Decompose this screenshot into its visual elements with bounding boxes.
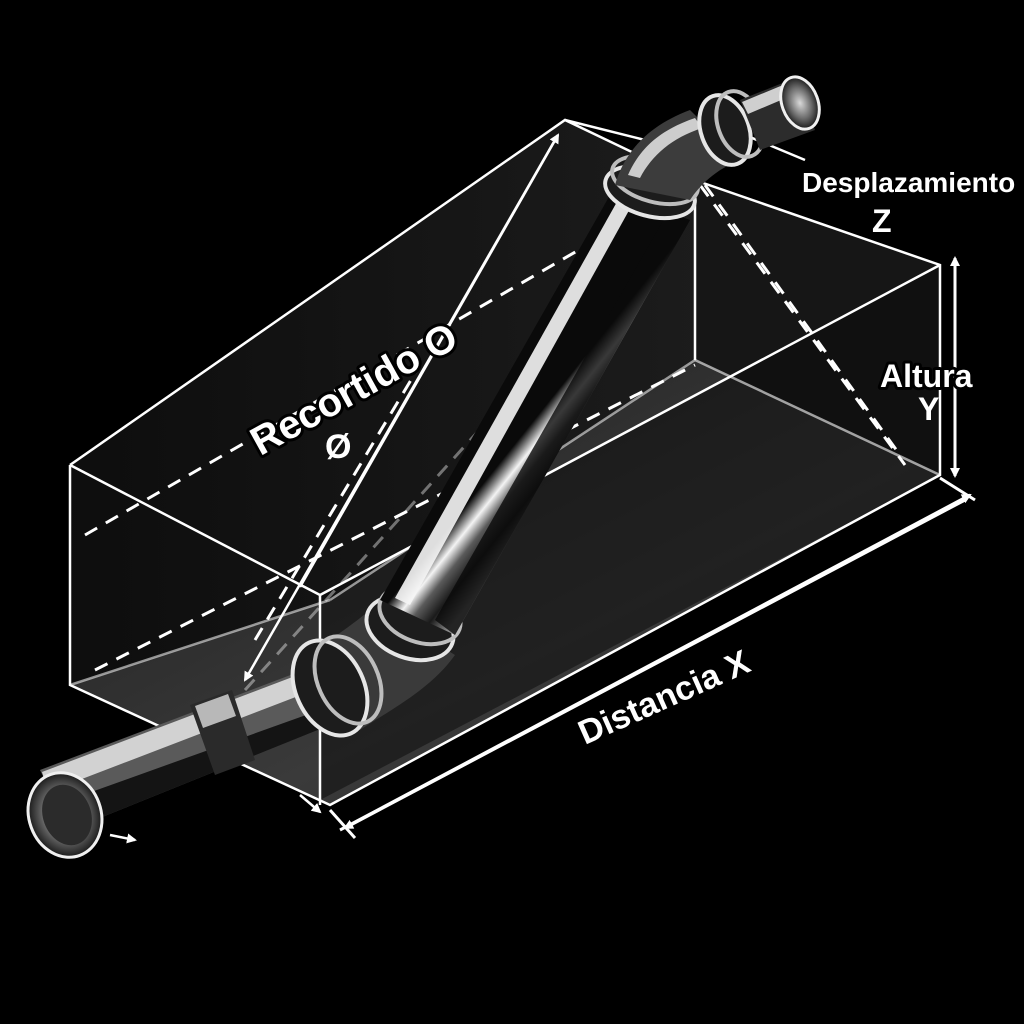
desplazamiento-label: Desplazamiento: [802, 167, 1015, 198]
recorrido-dimension: [243, 118, 646, 682]
pipe-diagonal-run: [380, 195, 690, 635]
y-axis-label: Y: [918, 391, 939, 427]
pipe-opening-inner: [42, 784, 92, 846]
diameter-symbol: Ø: [325, 428, 351, 466]
altura-label: Altura: [880, 358, 973, 394]
desplazamiento-dimension: [109, 133, 806, 844]
svg-text:Desplazamiento: Desplazamiento: [802, 167, 1015, 198]
z-axis-label: Z: [872, 203, 892, 239]
box-back-wall: [70, 120, 695, 685]
pipe-upper-stub: [740, 75, 821, 150]
svg-text:Altura: Altura: [880, 358, 973, 394]
pipe-upper-elbow: [603, 89, 766, 221]
distancia-dimension: [328, 476, 976, 839]
box-front-face: [320, 265, 940, 800]
pipe-lower-run: [40, 660, 355, 830]
